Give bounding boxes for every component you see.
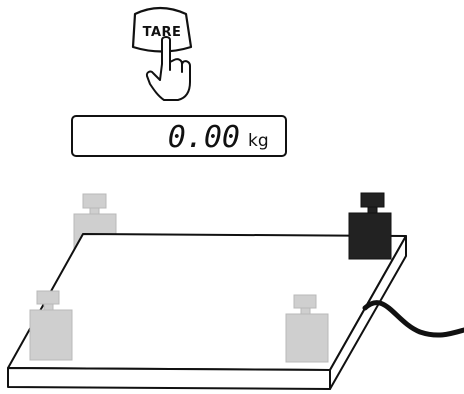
tare-button-label: TARE [143, 25, 182, 40]
scale-cable [362, 300, 464, 338]
display-unit: kg [248, 131, 269, 151]
weight-display: 0.00 kg [71, 115, 287, 157]
weight-icon [285, 294, 329, 363]
pointing-hand-icon [145, 36, 191, 101]
display-readout: 0.00 [168, 120, 240, 155]
tare-button[interactable]: TARE [131, 6, 193, 53]
weight-icon [348, 192, 392, 260]
weight-icon [29, 290, 73, 361]
